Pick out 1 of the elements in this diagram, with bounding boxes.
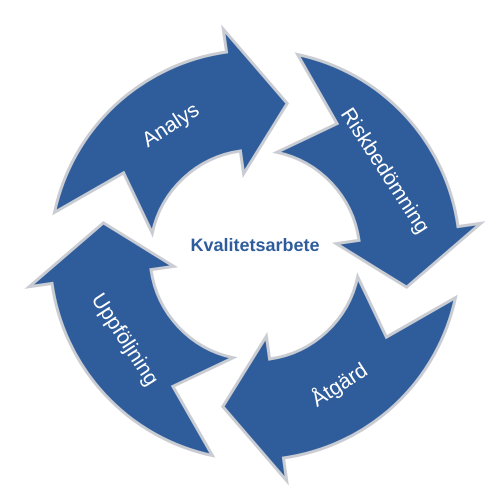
center-title: Kvalitetsarbete bbox=[190, 235, 320, 255]
